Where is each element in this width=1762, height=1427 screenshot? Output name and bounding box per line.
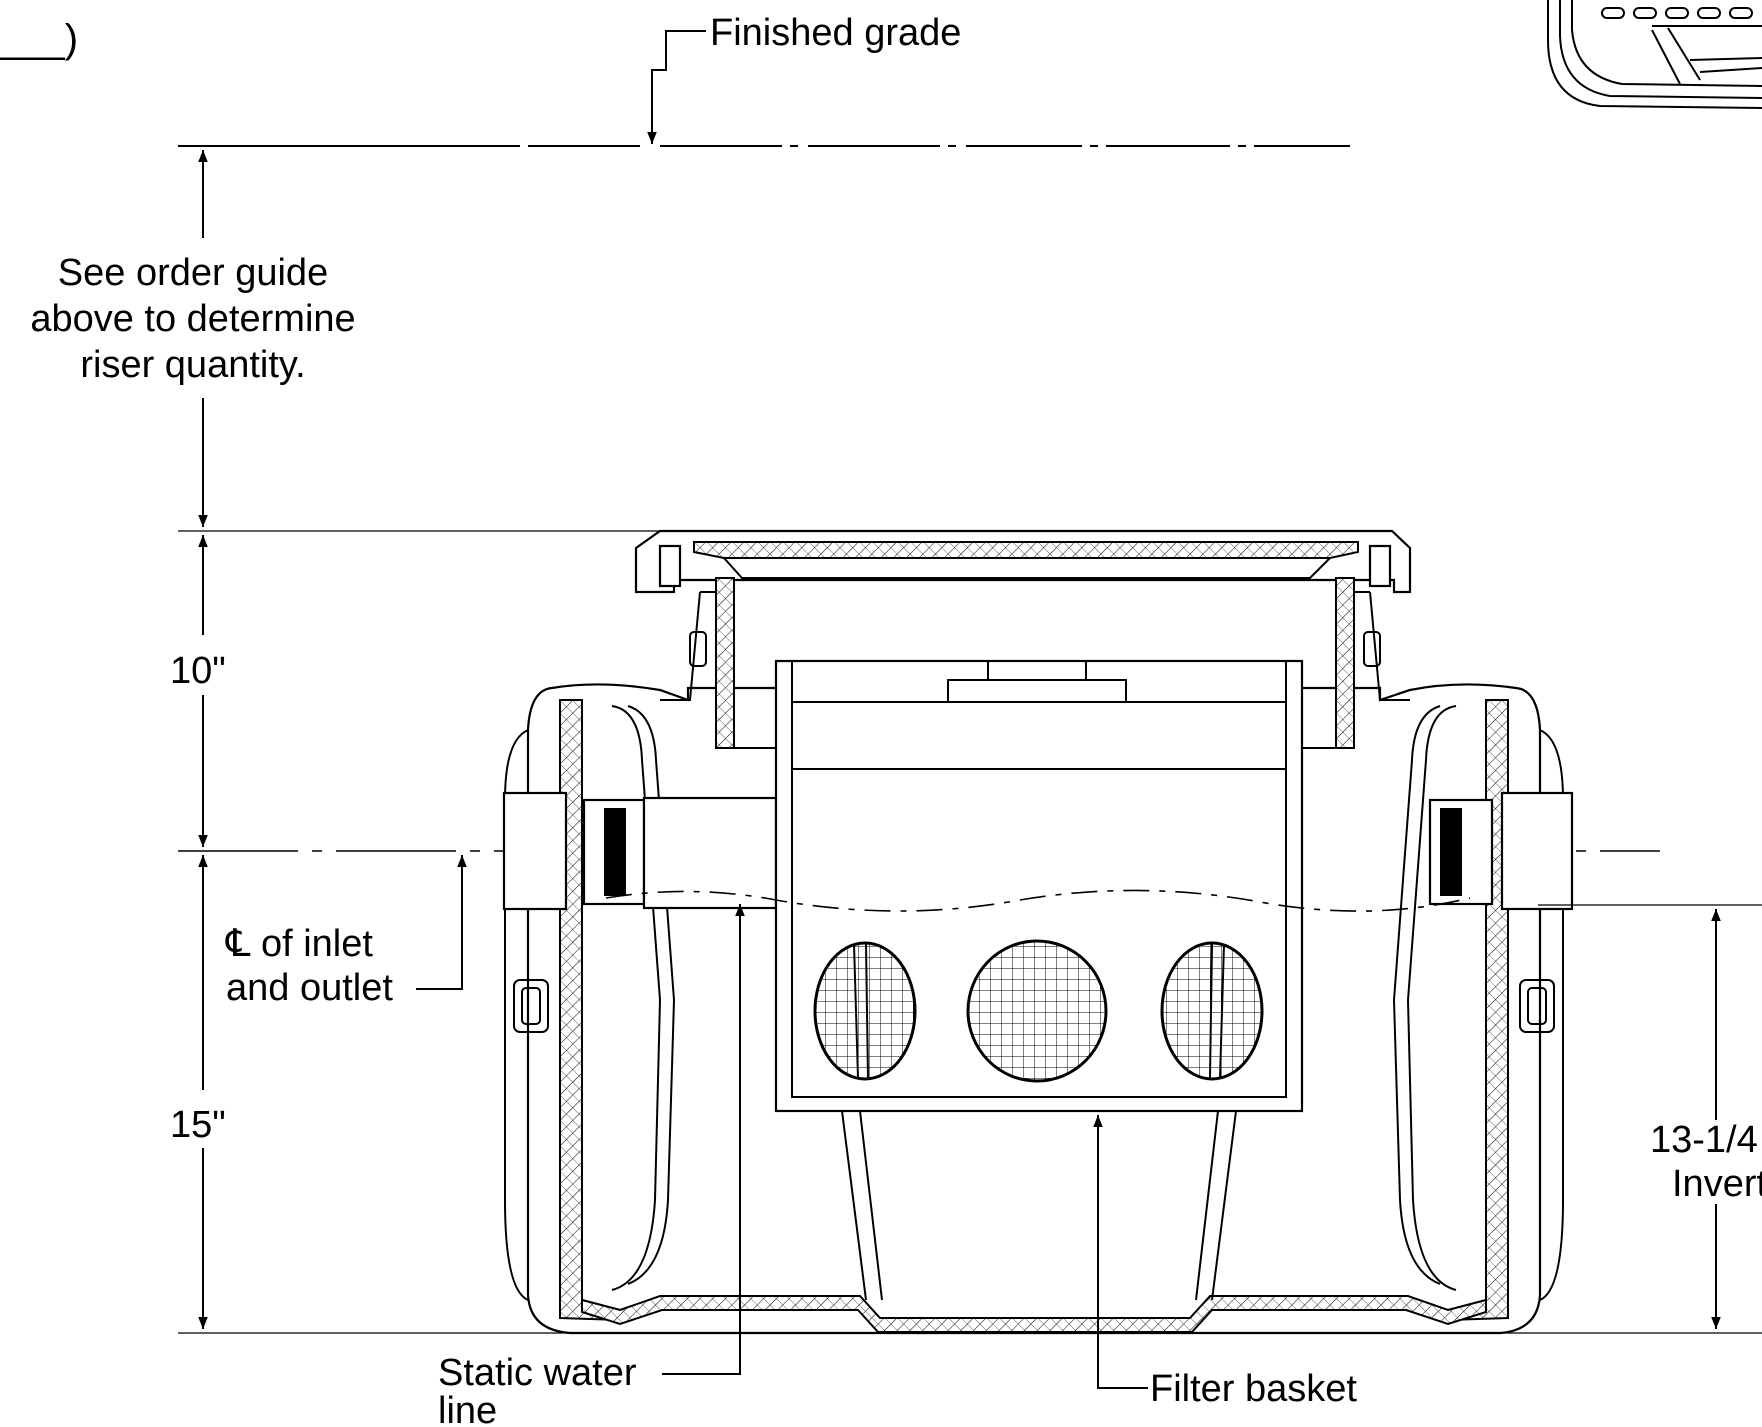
centerline-leader <box>416 855 467 990</box>
finished-grade-label: Finished grade <box>710 12 961 54</box>
static-water-label-1: Static water <box>438 1352 637 1394</box>
centerline-label-1: ℄ of inlet <box>225 923 373 965</box>
inlet-fitting <box>502 791 778 911</box>
invert-dimension <box>1538 904 1762 1329</box>
order-guide-line-2: above to determine <box>30 298 355 340</box>
dim-body-label: 15" <box>170 1104 226 1146</box>
static-water-line <box>605 889 1471 912</box>
filter-basket <box>774 659 1304 1301</box>
invert-dim-label-1: 13-1/4 <box>1650 1119 1758 1161</box>
static-water-label-2: line <box>438 1390 497 1427</box>
outlet-fitting <box>1428 791 1574 911</box>
filter-basket-label: Filter basket <box>1150 1368 1357 1410</box>
centerline-label-2: and outlet <box>226 967 393 1009</box>
corner-fragment-text: ___) <box>0 17 78 61</box>
finished-grade-leader <box>647 30 706 144</box>
order-guide-line-1: See order guide <box>58 252 328 294</box>
dim-cover-label: 10" <box>170 650 226 692</box>
order-guide-line-3: riser quantity. <box>80 344 305 386</box>
static-water-leader <box>662 904 745 1375</box>
filter-basket-leader <box>1093 1115 1148 1389</box>
adjacent-view-fragment <box>1547 0 1762 109</box>
invert-dim-label-2: Invert <box>1672 1163 1762 1205</box>
